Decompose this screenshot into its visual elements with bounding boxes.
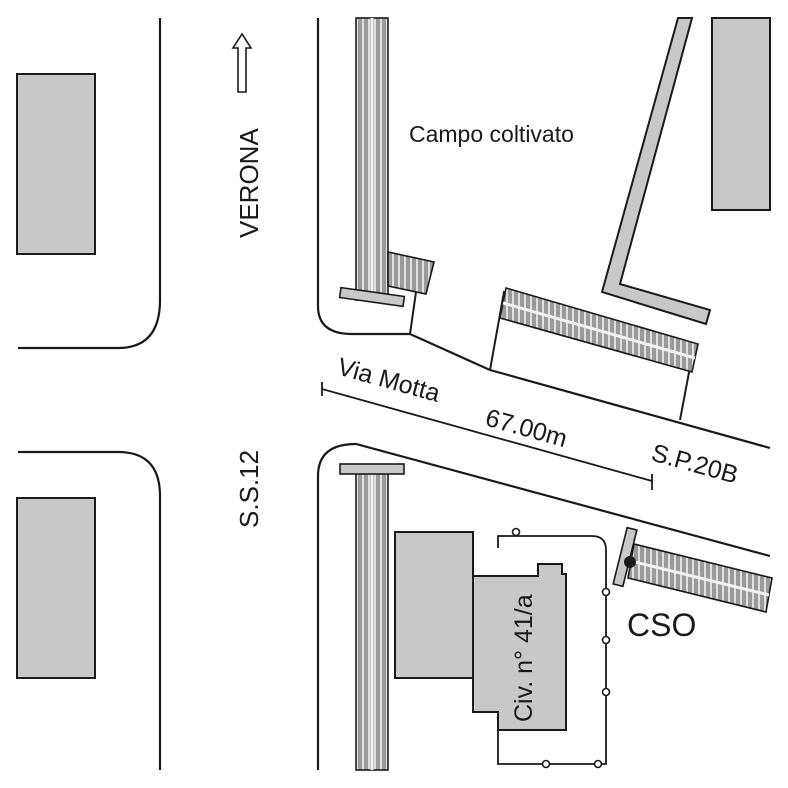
manhole-dot-icon [624, 556, 636, 568]
label-via-motta: Via Motta [334, 353, 443, 408]
building-lower-left [16, 497, 96, 679]
pipe-cap-lower [339, 463, 405, 475]
road-edge-ss12-lower-left [18, 450, 162, 770]
label-ss12: S.S.12 [234, 450, 264, 528]
label-verona: VERONA [234, 128, 264, 238]
sewer-pipe-upper-branch [387, 251, 435, 295]
road-edge-via-motta-north-mid [409, 332, 491, 372]
label-civ-41a: Civ. n° 41/a [510, 594, 538, 722]
building-upper-right [711, 17, 771, 211]
dimension-line [321, 382, 653, 490]
building-upper-left [16, 73, 96, 255]
label-cso: CSO [627, 607, 696, 643]
label-sp20b: S.P.20B [648, 439, 741, 490]
road-edge-ss12-upper-left [18, 18, 162, 350]
fence-posts [511, 527, 611, 769]
channel-diagonal [600, 17, 712, 326]
pipe-cap-upper [338, 286, 406, 308]
building-civ-annex [394, 531, 474, 679]
property-fence [497, 535, 607, 765]
road-edge-via-motta-south [316, 442, 771, 770]
road-edge-via-motta-north [316, 18, 771, 450]
building-civ-41a [472, 563, 567, 731]
arrow-up-icon [231, 32, 253, 93]
label-campo-coltivato: Campo coltivato [409, 121, 574, 147]
